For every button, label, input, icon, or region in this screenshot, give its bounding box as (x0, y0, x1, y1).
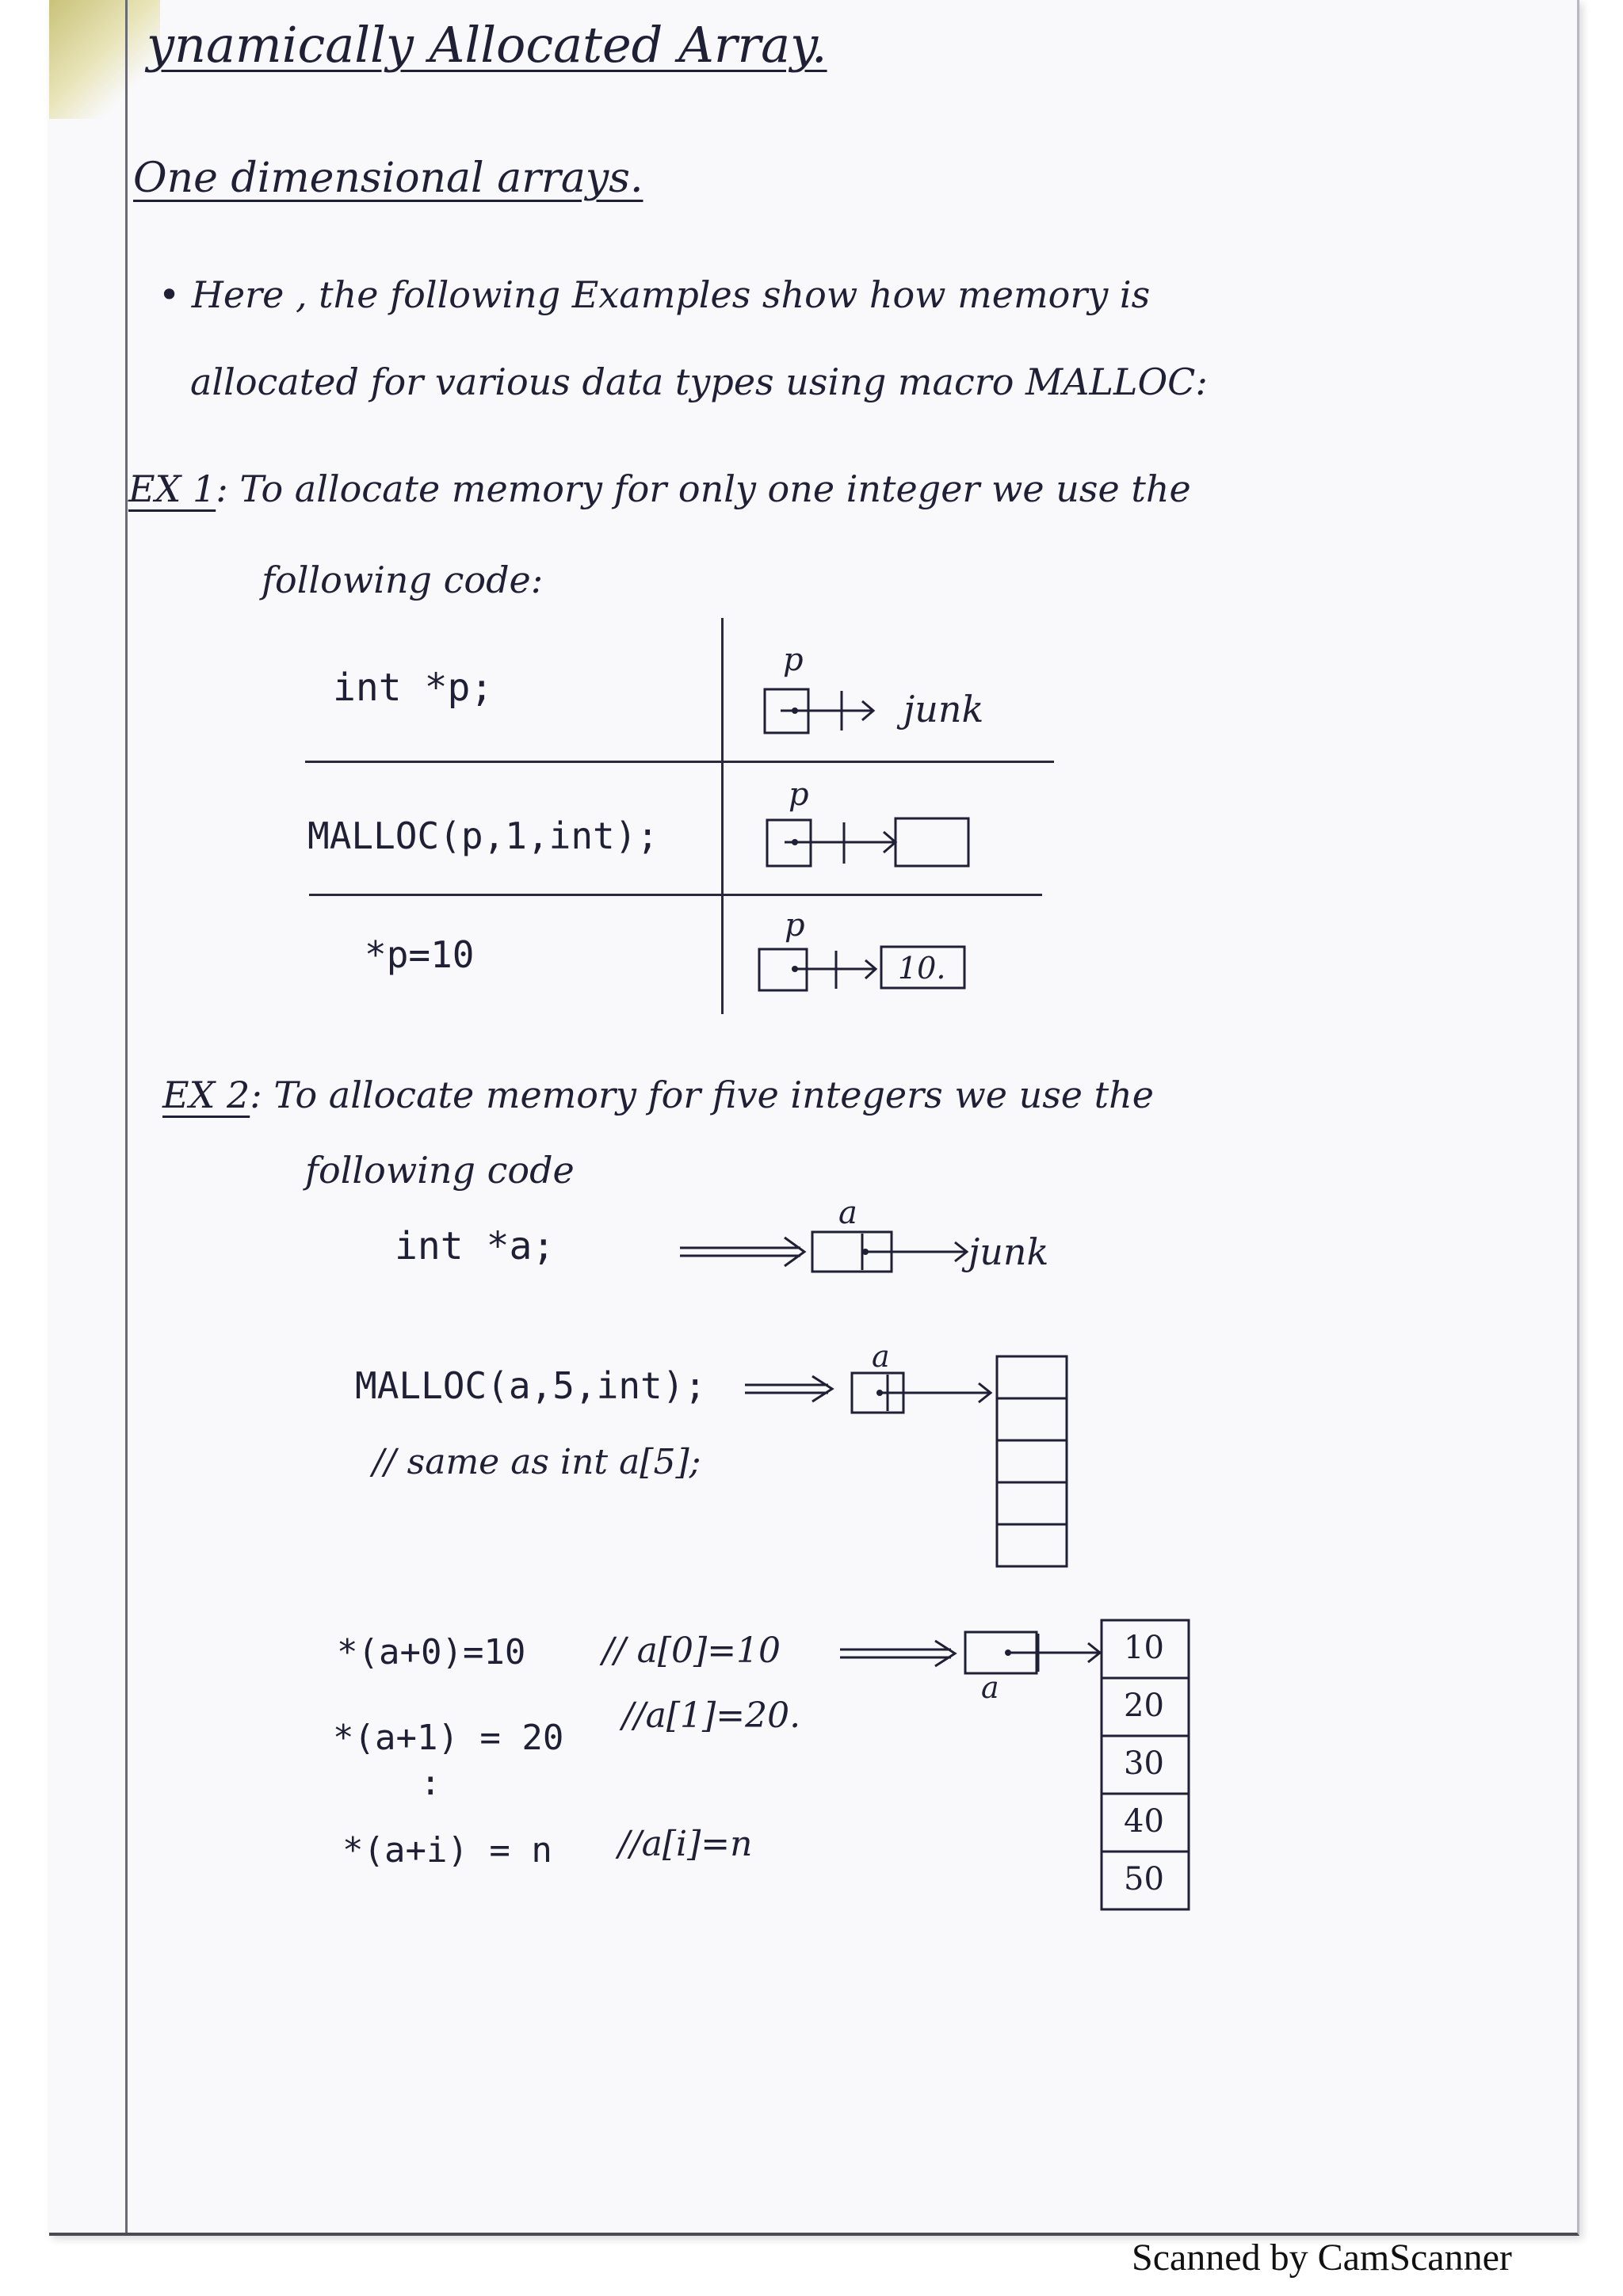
page-edge-shadow (49, 0, 160, 119)
value-array-border (1100, 1619, 1190, 1911)
ex1-code-assign: *p=10 (365, 933, 475, 976)
scanner-watermark: Scanned by CamScanner (1132, 2237, 1512, 2279)
value-array-cell: 20 (1124, 1688, 1164, 1724)
page-title: ynamically Allocated Array. (147, 16, 827, 74)
ex2-array-ptr-label: a (981, 1670, 999, 1705)
ex1-target-junk: junk (903, 688, 984, 730)
ex2-malloc-comment: // same as int a[5]; (372, 1442, 701, 1482)
value-array-cell: 30 (1124, 1745, 1164, 1782)
intro-line-1: • Here , the following Examples show how… (158, 273, 1151, 316)
ex2-assign-expr-3: *(a+i) = n (342, 1830, 552, 1871)
ex2-line-2: following code (305, 1149, 575, 1192)
ex1-row-separator-2 (309, 894, 1042, 896)
value-array-cell: 40 (1124, 1803, 1164, 1840)
ex1-ptr-label-2: p (789, 776, 809, 813)
ex2-decl-target-junk: junk (968, 1230, 1049, 1273)
ex2-assign-expr-0: *(a+0)=10 (337, 1632, 526, 1672)
ex2-assign-comment-0: // a[0]=10 (602, 1630, 781, 1671)
ex2-assign-ellipsis: : (420, 1763, 441, 1803)
ex1-target-value: 10. (898, 951, 946, 986)
ex2-assign-comment-1: //a[1]=20. (622, 1695, 801, 1736)
ex2-line-1: EX 2: To allocate memory for five intege… (162, 1074, 1154, 1116)
intro-line-2: allocated for various data types using m… (190, 360, 1208, 403)
ex2-assign-expr-1: *(a+1) = 20 (333, 1718, 564, 1758)
ex1-label: EX 1 (128, 467, 216, 510)
ex1-row-separator-1 (305, 761, 1054, 763)
ex2-code-malloc: MALLOC(a,5,int); (355, 1364, 707, 1407)
ex2-code-declare: int *a; (395, 1224, 556, 1268)
ex2-malloc-ptr-label: a (872, 1339, 890, 1374)
ex2-label: EX 2 (162, 1074, 250, 1116)
notebook-page (49, 0, 1579, 2236)
section-heading: One dimensional arrays. (133, 154, 643, 202)
ex1-line-1: EX 1: To allocate memory for only one in… (128, 467, 1191, 510)
value-array-cell: 50 (1124, 1861, 1164, 1897)
ex1-table-divider (721, 618, 724, 1014)
margin-line (125, 0, 128, 2233)
ex1-line-2: following code: (262, 559, 544, 601)
ex2-assign-comment-3: //a[i]=n (618, 1824, 753, 1864)
ex1-ptr-label-3: p (785, 907, 805, 944)
ex1-ptr-label-1: p (783, 642, 804, 678)
ex2-decl-ptr-label: a (838, 1195, 857, 1231)
ex1-code-malloc: MALLOC(p,1,int); (307, 814, 659, 857)
value-array-cell: 10 (1124, 1630, 1164, 1666)
ex1-code-declare: int *p; (333, 666, 494, 710)
